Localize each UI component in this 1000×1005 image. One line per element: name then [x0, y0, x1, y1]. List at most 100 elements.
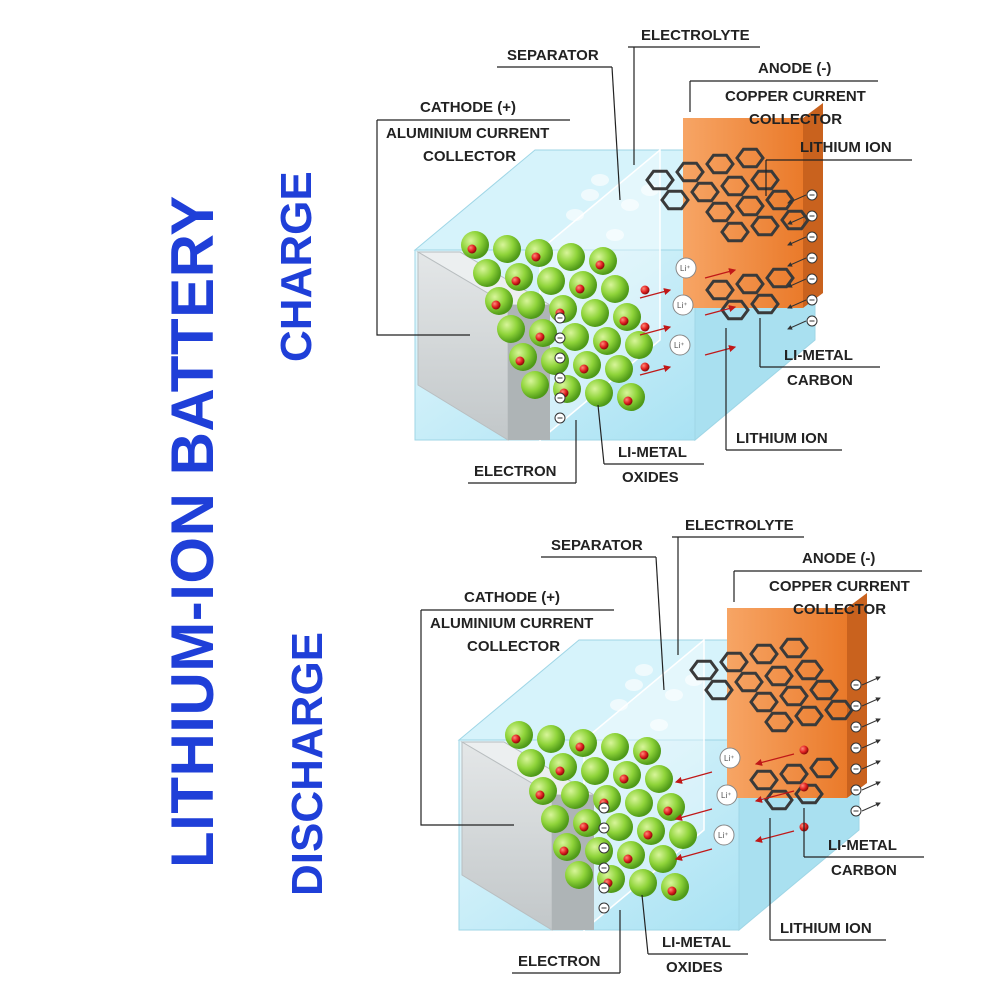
- carbon-lattice-hexagon: [794, 783, 824, 805]
- li-metal-oxide-sphere: [537, 725, 565, 753]
- li-metal-oxide-sphere: [541, 347, 569, 375]
- li-ion-symbol: Li⁺: [718, 831, 728, 840]
- li-metal-oxide-sphere: [485, 287, 513, 315]
- electron-flow-arrow: [861, 781, 881, 791]
- lithium-ion-dot: [579, 364, 589, 374]
- carbon-lattice-hexagon: [765, 189, 795, 211]
- copper-collector-label-line1: COPPER CURRENT: [769, 578, 910, 595]
- li-metal-oxide-sphere: [625, 331, 653, 359]
- electron-flow-arrow: [787, 194, 807, 204]
- li-ion-symbol: Li⁺: [677, 301, 687, 310]
- lithium-ion-dot: [595, 260, 605, 270]
- aluminium-collector-label-line2: COLLECTOR: [467, 638, 560, 655]
- li-metal-oxide-sphere: [557, 243, 585, 271]
- li-metal-oxide-sphere: [613, 761, 641, 789]
- li-metal-oxide-sphere: [505, 263, 533, 291]
- lithium-ion-dot: [639, 750, 649, 760]
- li-metal-oxide-sphere: [617, 383, 645, 411]
- electrolyte-bubble: [621, 199, 639, 211]
- carbon-lattice-hexagon: [749, 691, 779, 713]
- lithium-ion-dot: [799, 745, 809, 755]
- lithium-ion-dot: [467, 244, 477, 254]
- carbon-lattice-hexagon: [779, 685, 809, 707]
- electrolyte-bubble: [610, 699, 628, 711]
- carbon-lattice-hexagon: [689, 659, 719, 681]
- electrolyte-label: ELECTROLYTE: [685, 517, 794, 534]
- li-metal-oxide-sphere: [541, 805, 569, 833]
- main-title: LITHIUM-ION BATTERY: [159, 195, 226, 868]
- li-metal-oxide-sphere: [493, 235, 521, 263]
- carbon-lattice-hexagon: [720, 221, 750, 243]
- li-metal-oxide-sphere: [525, 239, 553, 267]
- li-metal-oxide-sphere: [581, 757, 609, 785]
- carbon-lattice-hexagon: [704, 679, 734, 701]
- li-metal-oxide-sphere: [549, 753, 577, 781]
- cathode-label: CATHODE (+): [420, 99, 516, 116]
- lithium-ion-dot: [599, 340, 609, 350]
- electrolyte-bubble: [591, 174, 609, 186]
- separator-label: SEPARATOR: [507, 47, 599, 64]
- ion-flow-arrow: [674, 771, 713, 784]
- electron-flow-arrow: [787, 299, 807, 309]
- carbon-lattice-hexagon: [735, 273, 765, 295]
- electron-flow-arrow: [861, 739, 881, 749]
- electron-label: ELECTRON: [518, 953, 601, 970]
- electron-flow-arrow: [787, 215, 807, 225]
- li-metal-oxides-label-line2: OXIDES: [666, 959, 723, 976]
- electrolyte-bubble: [581, 189, 599, 201]
- carbon-lattice-hexagon: [779, 763, 809, 785]
- li-ion-bubble: [719, 747, 741, 769]
- aluminium-collector-label-line1: ALUMINIUM CURRENT: [430, 615, 593, 632]
- li-metal-oxide-sphere: [461, 231, 489, 259]
- electron-flow-arrow: [861, 676, 881, 686]
- cathode-label: CATHODE (+): [464, 589, 560, 606]
- li-metal-oxide-sphere: [473, 259, 501, 287]
- li-metal-carbon-label-line1: LI-METAL: [784, 347, 853, 364]
- li-metal-carbon-label-line2: CARBON: [787, 372, 853, 389]
- li-metal-oxide-sphere: [505, 721, 533, 749]
- separator-leader: [655, 556, 665, 691]
- carbon-lattice-hexagon: [780, 209, 810, 231]
- li-metal-oxides-leader: [641, 894, 649, 955]
- electrolyte-bubble: [606, 229, 624, 241]
- lithium-ion-dot: [515, 356, 525, 366]
- lithium-ion-dot: [535, 332, 545, 342]
- li-metal-oxide-sphere: [625, 789, 653, 817]
- lithium-ion-dot: [619, 774, 629, 784]
- carbon-lattice-hexagon: [764, 665, 794, 687]
- li-metal-oxide-sphere: [601, 733, 629, 761]
- carbon-lattice-hexagon: [719, 651, 749, 673]
- li-metal-oxide-sphere: [517, 291, 545, 319]
- aluminium-collector-label-line1: ALUMINIUM CURRENT: [386, 125, 549, 142]
- lithium-ion-dot: [511, 276, 521, 286]
- carbon-lattice-hexagon: [705, 279, 735, 301]
- li-metal-oxides-label-line1: LI-METAL: [618, 444, 687, 461]
- electrolyte-bubble: [641, 184, 659, 196]
- ion-flow-arrow: [639, 365, 672, 376]
- ion-flow-arrow: [754, 830, 795, 843]
- carbon-lattice-hexagon: [794, 705, 824, 727]
- li-ion-bubble: [713, 824, 735, 846]
- carbon-lattice-hexagon: [734, 671, 764, 693]
- carbon-lattice-hexagon: [660, 189, 690, 211]
- li-metal-oxide-sphere: [669, 821, 697, 849]
- li-metal-oxide-sphere: [605, 813, 633, 841]
- li-metal-oxide-sphere: [537, 267, 565, 295]
- lithium-ion-dot: [799, 782, 809, 792]
- electrolyte-bubble: [566, 209, 584, 221]
- electron-flow-arrow: [787, 257, 807, 267]
- li-metal-oxide-sphere: [529, 319, 557, 347]
- separator-label: SEPARATOR: [551, 537, 643, 554]
- electron-flow-arrow: [787, 236, 807, 246]
- ion-flow-arrow: [704, 345, 737, 356]
- lithium-ion-bottom-label: LITHIUM ION: [780, 920, 872, 937]
- ion-flow-arrow: [704, 305, 737, 316]
- li-metal-oxide-sphere: [565, 861, 593, 889]
- li-metal-oxide-sphere: [573, 809, 601, 837]
- li-metal-oxide-sphere: [521, 371, 549, 399]
- ion-flow-arrow: [639, 288, 672, 299]
- copper-collector-label-line2: COLLECTOR: [793, 601, 886, 618]
